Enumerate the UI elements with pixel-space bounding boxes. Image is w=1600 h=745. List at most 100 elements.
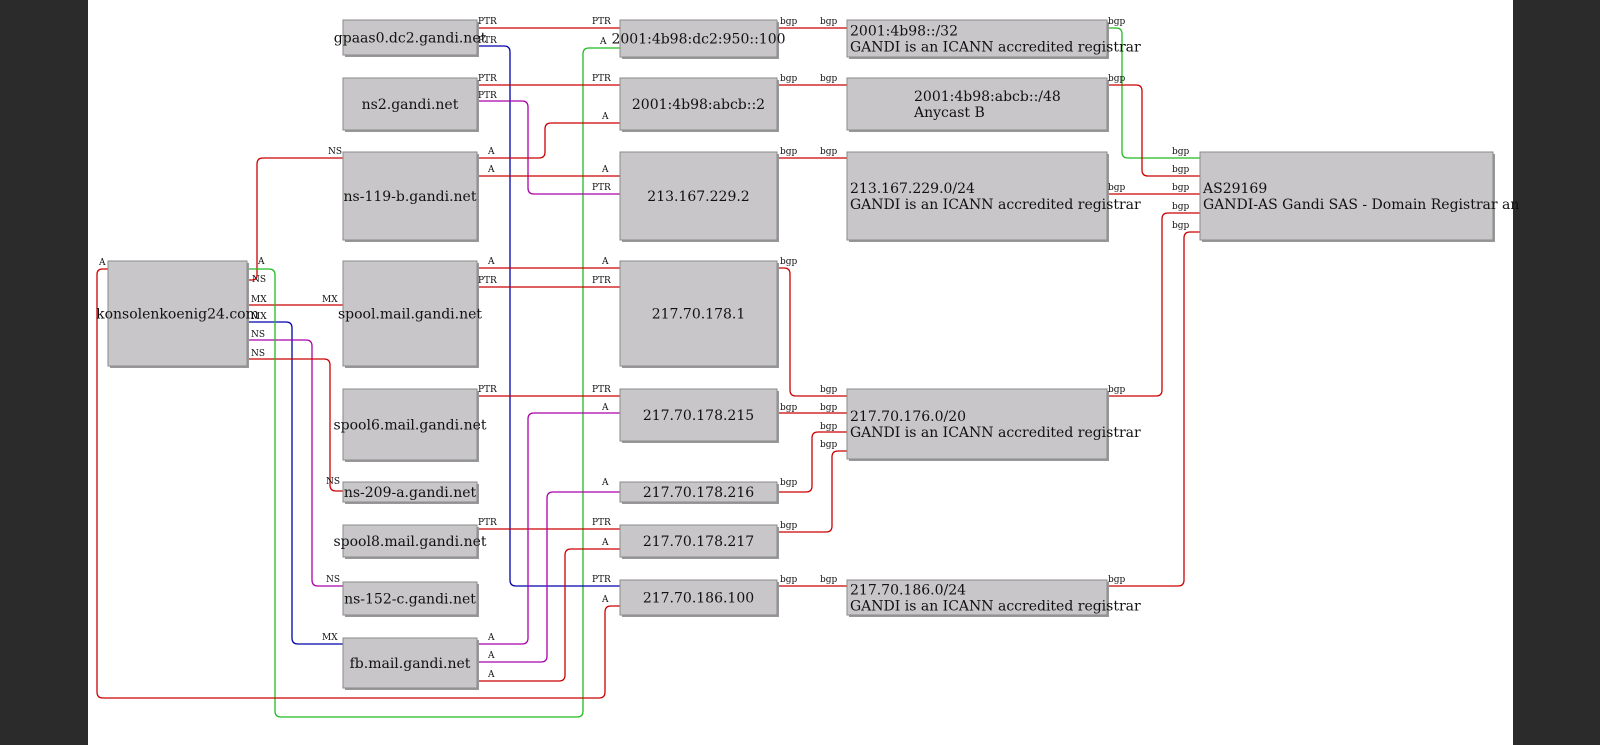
- node-ip213[interactable]: 213.167.229.2: [619, 151, 779, 242]
- node-box: [619, 151, 778, 241]
- node-box: [619, 579, 778, 616]
- node-ip216[interactable]: 217.70.178.216: [619, 481, 779, 504]
- edge-label: MX: [251, 312, 267, 322]
- edge-label: bgp: [1108, 74, 1126, 84]
- edge-pfx6a-as: [1107, 27, 1200, 159]
- edge-ip217-pfx176: [777, 450, 847, 533]
- edge-label: bgp: [780, 74, 798, 84]
- edge-label: PTR: [592, 575, 611, 585]
- edge-ip1-pfx176: [777, 267, 847, 397]
- edge-label: bgp: [820, 422, 838, 432]
- node-box: [619, 524, 778, 558]
- edge-label: A: [257, 257, 265, 267]
- edge-label: A: [601, 538, 609, 548]
- diagram-canvas: [88, 0, 1513, 745]
- edge-label: bgp: [1108, 385, 1126, 395]
- edge-label: NS: [326, 477, 340, 487]
- edge-label: bgp: [820, 17, 838, 27]
- node-ip215[interactable]: 217.70.178.215: [619, 388, 779, 443]
- node-label: 217.70.186.0/24: [850, 583, 966, 599]
- node-label: gpaas0.dc2.gandi.net: [334, 31, 487, 47]
- node-box: [342, 77, 478, 131]
- edge-pfx6b-as: [1107, 84, 1200, 177]
- edge-domain-ip186: [96, 268, 620, 699]
- edge-label: NS: [251, 349, 265, 359]
- edge-label: bgp: [780, 257, 798, 267]
- node-spool8[interactable]: spool8.mail.gandi.net: [333, 524, 487, 559]
- edge-label: bgp: [1108, 17, 1126, 27]
- edge-label: bgp: [820, 147, 838, 157]
- edge-pfx186-as: [1107, 231, 1200, 587]
- edge-label: PTR: [592, 183, 611, 193]
- node-ip186[interactable]: 217.70.186.100: [619, 579, 779, 617]
- node-label: 2001:4b98:abcb::2: [632, 97, 765, 113]
- edge-label: A: [487, 633, 495, 643]
- node-box: [619, 77, 778, 131]
- node-ns119[interactable]: ns-119-b.gandi.net: [342, 151, 479, 242]
- edge-label: NS: [252, 275, 266, 285]
- node-box: [342, 151, 478, 241]
- node-ip1[interactable]: 217.70.178.1: [619, 260, 779, 368]
- edge-label: PTR: [478, 17, 497, 27]
- edge-label: MX: [251, 295, 267, 305]
- edge-label: bgp: [820, 385, 838, 395]
- node-label: 217.70.178.216: [643, 485, 754, 501]
- node-box: [619, 260, 778, 367]
- edge-label: PTR: [478, 36, 497, 46]
- edge-label: A: [487, 257, 495, 267]
- edge-label: PTR: [478, 74, 497, 84]
- node-box: [342, 388, 478, 461]
- edge-label: PTR: [478, 518, 497, 528]
- node-label: 2001:4b98::/32: [850, 24, 958, 40]
- node-ns2[interactable]: ns2.gandi.net: [342, 77, 479, 132]
- edge-label: PTR: [592, 74, 611, 84]
- node-label: ns-209-a.gandi.net: [344, 485, 477, 501]
- node-label: GANDI is an ICANN accredited registrar: [850, 40, 1141, 56]
- edge-label: bgp: [780, 147, 798, 157]
- edge-label: A: [487, 651, 495, 661]
- node-box: [846, 77, 1108, 131]
- node-box: [846, 151, 1108, 241]
- edge-domain-fb: [247, 321, 343, 645]
- nodes-layer: konsolenkoenig24.com gpaas0.dc2.gandi.net…: [96, 19, 1519, 690]
- edge-label: A: [601, 595, 609, 605]
- node-label: 217.70.178.217: [643, 534, 754, 550]
- node-box: [619, 19, 778, 58]
- edge-label: bgp: [1172, 221, 1190, 231]
- edge-label: bgp: [780, 521, 798, 531]
- edge-label: bgp: [820, 74, 838, 84]
- node-box: [342, 524, 478, 558]
- edge-label: NS: [328, 147, 342, 157]
- edge-label: A: [487, 147, 495, 157]
- node-ns209[interactable]: ns-209-a.gandi.net: [342, 481, 479, 504]
- edge-label: bgp: [1172, 202, 1190, 212]
- node-ip217[interactable]: 217.70.178.217: [619, 524, 779, 559]
- node-domain[interactable]: konsolenkoenig24.com: [96, 260, 259, 368]
- node-ns152[interactable]: ns-152-c.gandi.net: [342, 581, 479, 617]
- edge-label: MX: [322, 295, 338, 305]
- node-box: [342, 581, 478, 616]
- node-label: ns-152-c.gandi.net: [344, 592, 476, 608]
- node-label: ns2.gandi.net: [362, 97, 459, 113]
- node-ip6b[interactable]: 2001:4b98:abcb::2: [619, 77, 779, 132]
- edge-domain-ip6a: [247, 47, 620, 718]
- node-fb[interactable]: fb.mail.gandi.net: [342, 637, 479, 690]
- node-label: GANDI is an ICANN accredited registrar: [850, 599, 1141, 615]
- edge-gpaas-ip186: [477, 45, 620, 587]
- node-spool[interactable]: spool.mail.gandi.net: [338, 260, 482, 368]
- node-box: [846, 388, 1108, 460]
- edge-fb-ip215: [477, 412, 620, 645]
- node-gpaas[interactable]: gpaas0.dc2.gandi.net: [334, 19, 487, 57]
- node-ip6a[interactable]: 2001:4b98:dc2:950::100: [611, 19, 786, 59]
- node-label: GANDI is an ICANN accredited registrar: [850, 197, 1141, 213]
- edge-ns2-ip213: [477, 100, 620, 195]
- edge-label: bgp: [780, 403, 798, 413]
- node-spool6[interactable]: spool6.mail.gandi.net: [333, 388, 487, 462]
